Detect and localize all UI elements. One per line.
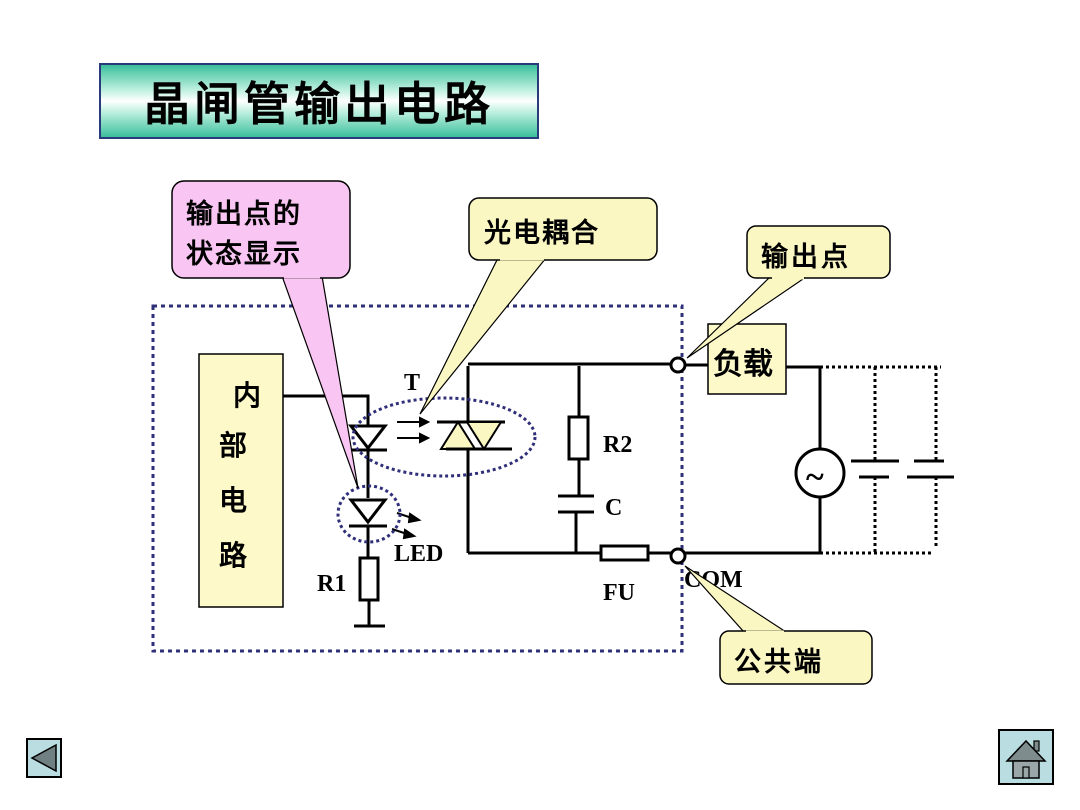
callout-optocoupler: 光电耦合 <box>419 197 658 415</box>
com-terminal <box>669 547 687 565</box>
internal-circuit-char: 电 <box>219 484 247 517</box>
callout-optocoupler-text: 光电耦合 <box>483 217 600 249</box>
dc-battery-symbols <box>851 459 954 479</box>
plc-boundary <box>151 304 684 653</box>
wire-internal-to-led <box>283 394 370 426</box>
callout-led-status-line2: 状态显示 <box>186 239 302 270</box>
opto-led-diode <box>347 424 389 498</box>
fuse-fu <box>599 544 650 562</box>
internal-circuit-char: 路 <box>219 539 248 572</box>
resistor-r1 <box>358 556 380 602</box>
resistor-r2 <box>567 415 590 461</box>
internal-circuit-char: 部 <box>219 429 247 462</box>
status-led-diode <box>347 498 389 558</box>
opto-light-arrows <box>397 416 431 444</box>
led-light-arrows <box>391 512 422 540</box>
callout-common: 公共端 <box>684 565 873 685</box>
callout-led-status: 输出点的 状态显示 <box>171 180 359 489</box>
label-led: LED <box>394 541 443 567</box>
label-r1: R1 <box>317 571 346 597</box>
status-led-highlight <box>336 484 402 544</box>
optocoupler-highlight <box>351 396 537 478</box>
home-button[interactable] <box>998 729 1054 785</box>
previous-slide-button[interactable] <box>26 738 62 778</box>
callout-output-point: 输出点 <box>686 225 891 359</box>
home-icon <box>1005 739 1047 779</box>
callout-common-text: 公共端 <box>734 647 824 678</box>
output-terminal <box>669 356 687 374</box>
label-t: T <box>404 370 420 396</box>
title-banner: 晶闸管输出电路 <box>99 63 539 139</box>
label-c: C <box>605 495 622 521</box>
load-box <box>707 323 787 395</box>
triangle-left-icon <box>30 743 57 773</box>
internal-circuit-box <box>198 353 284 608</box>
load-label: 负载 <box>713 347 773 382</box>
internal-circuit-char: 内 <box>233 379 261 412</box>
label-r2: R2 <box>603 432 632 458</box>
callout-led-status-line1: 输出点的 <box>186 198 302 230</box>
callout-output-point-text: 输出点 <box>761 241 851 273</box>
triac-symbol <box>437 366 512 553</box>
dc-alternative-wiring <box>820 365 941 555</box>
slide-title: 晶闸管输出电路 <box>144 77 494 131</box>
label-fu: FU <box>603 580 635 606</box>
ac-source-symbol: ~ <box>806 459 824 496</box>
